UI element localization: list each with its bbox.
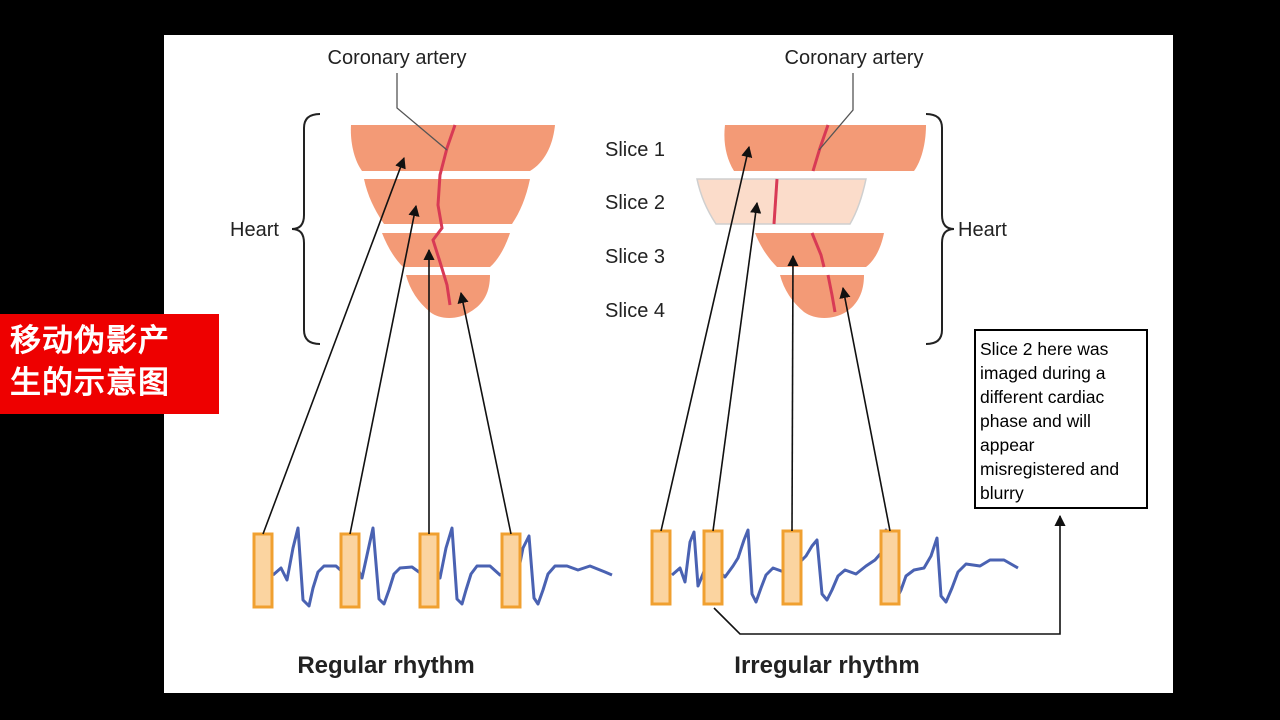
overlay-title-line-2: 生的示意图 [10, 365, 170, 401]
right-artery-seg-3 [810, 232, 826, 268]
left-coronary-artery [431, 124, 457, 306]
note-line-3: different cardiac [980, 387, 1105, 407]
right-artery-label: Coronary artery [785, 47, 924, 69]
right-heart-slice-2 [696, 178, 867, 225]
right-gate-1 [650, 529, 672, 606]
right-arrow-4 [839, 286, 891, 532]
left-gate-1 [252, 532, 274, 609]
right-gate-4 [879, 529, 901, 606]
left-arrows [262, 156, 512, 535]
left-artery-leader [396, 73, 448, 151]
left-gate-2 [339, 532, 361, 609]
slice-label-1: Slice 1 [605, 139, 665, 161]
note-line-7: blurry [980, 483, 1024, 503]
slice-label-3: Slice 3 [605, 246, 665, 268]
right-rhythm-label: Irregular rhythm [734, 652, 919, 679]
right-arrow-3 [787, 254, 799, 532]
overlay-title-line-1: 移动伪影产 [10, 323, 170, 359]
left-heart [350, 124, 555, 318]
right-heart-brace [925, 113, 955, 345]
left-gates [252, 532, 522, 609]
left-heart-brace [291, 113, 321, 345]
left-heart-slice-2 [364, 179, 530, 224]
diagram-svg: Coronary artery Coronary artery Heart He… [230, 47, 1066, 679]
right-arrow-1 [660, 145, 753, 532]
right-ecg-trace [671, 528, 1019, 604]
right-gates [650, 529, 901, 606]
note-line-5: appear [980, 435, 1035, 455]
right-gate-3 [781, 529, 803, 606]
slice-label-4: Slice 4 [605, 300, 665, 322]
misregistration-note: Slice 2 here was imaged during a differe… [974, 329, 1148, 509]
slice-label-2: Slice 2 [605, 192, 665, 214]
right-heart-slice-4 [780, 275, 864, 318]
note-line-6: misregistered and [980, 459, 1120, 479]
right-gate-2 [702, 529, 724, 606]
left-ecg-trace [272, 526, 613, 608]
right-artery-seg-2 [772, 178, 779, 225]
right-heart-slice-1 [724, 125, 926, 171]
note-line-4: phase and will [980, 411, 1091, 431]
left-rhythm-label: Regular rhythm [297, 652, 474, 679]
left-heart-slice-3 [382, 233, 510, 267]
left-heart-label: Heart [230, 219, 279, 241]
overlay-title: 移动伪影产 生的示意图 [0, 314, 219, 414]
right-artery-seg-4 [826, 274, 837, 313]
right-heart-label: Heart [958, 219, 1007, 241]
left-arrow-1 [262, 156, 406, 535]
right-arrow-2 [712, 201, 762, 532]
misregistration-connector [713, 514, 1066, 635]
left-gate-3 [418, 532, 440, 609]
right-artery-leader [818, 73, 854, 151]
right-arrows [660, 145, 891, 532]
left-arrow-2 [349, 204, 420, 535]
left-arrow-4 [457, 291, 512, 535]
left-gate-4 [500, 532, 522, 609]
left-artery-label: Coronary artery [328, 47, 467, 69]
note-line-1: Slice 2 here was [980, 339, 1109, 359]
note-line-2: imaged during a [980, 363, 1106, 383]
